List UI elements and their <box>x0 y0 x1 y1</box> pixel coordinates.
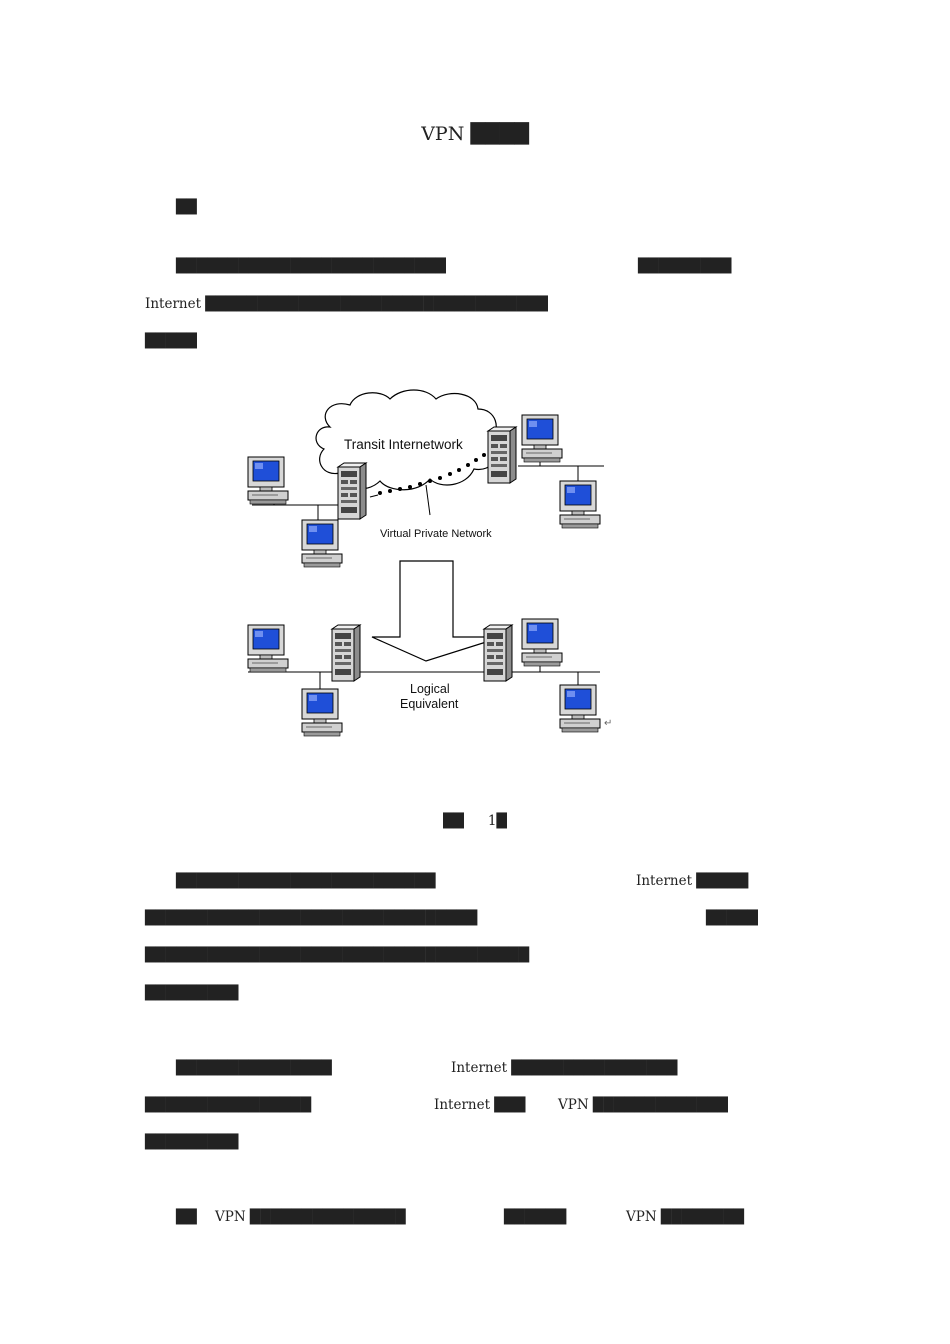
para4-line1b: VPN ███████████████ <box>215 1209 406 1225</box>
server-icon <box>331 624 361 682</box>
para4-line1d: VPN ████████ <box>626 1209 744 1225</box>
section-heading: ██ <box>176 199 197 215</box>
vpn-diagram: Transit Internetwork Virtual Private Net… <box>247 389 612 737</box>
vpn-label: Virtual Private Network <box>380 528 492 540</box>
server-icon <box>487 426 517 484</box>
equiv-label-2: Equivalent <box>400 697 459 711</box>
figure-caption: ██ 1█ <box>0 813 950 829</box>
para2-line4: █████████ <box>145 985 239 1001</box>
down-arrow-icon <box>371 560 503 662</box>
pc-icon <box>559 480 601 529</box>
para2-line3: █████████████████████████████████████ <box>145 947 530 963</box>
caption-number: 1█ <box>487 813 507 829</box>
para3-line2a: ████████████████ <box>145 1097 312 1113</box>
para1-line1b: █████████ <box>638 258 732 274</box>
para1-line1a: ██████████████████████████ <box>176 258 446 274</box>
pc-icon <box>521 618 563 667</box>
pc-icon <box>559 684 601 733</box>
pc-icon <box>247 456 289 505</box>
caption-prefix: ██ <box>443 813 464 829</box>
para3-line2b: Internet ███ <box>434 1097 526 1113</box>
pc-icon <box>247 624 289 673</box>
para2-line1b: Internet █████ <box>636 873 749 889</box>
equiv-label-1: Logical <box>410 682 450 696</box>
pc-icon <box>301 688 343 737</box>
para4-line1a: ██ <box>176 1209 197 1225</box>
para1-line2: Internet ███████████████████████████████… <box>145 296 548 312</box>
para2-line2b: █████ <box>706 910 758 926</box>
para2-line1a: █████████████████████████ <box>176 873 436 889</box>
vpn-tunnel <box>378 453 486 495</box>
para3-line1a: ███████████████ <box>176 1060 332 1076</box>
para2-line2a: ████████████████████████████████ <box>145 910 478 926</box>
para3-line2c: VPN █████████████ <box>558 1097 728 1113</box>
para4-line1c: ██████ <box>504 1209 567 1225</box>
cloud-label: Transit Internetwork <box>344 437 463 452</box>
pc-icon <box>521 414 563 463</box>
para3-line3: █████████ <box>145 1134 239 1150</box>
server-icon <box>337 462 367 520</box>
pc-icon <box>301 519 343 568</box>
para3-line1b: Internet ████████████████ <box>451 1060 678 1076</box>
page-title: VPN ████ <box>421 123 529 145</box>
para1-line3: █████ <box>145 333 197 349</box>
server-icon <box>483 624 513 682</box>
return-mark: ↵ <box>604 718 612 729</box>
